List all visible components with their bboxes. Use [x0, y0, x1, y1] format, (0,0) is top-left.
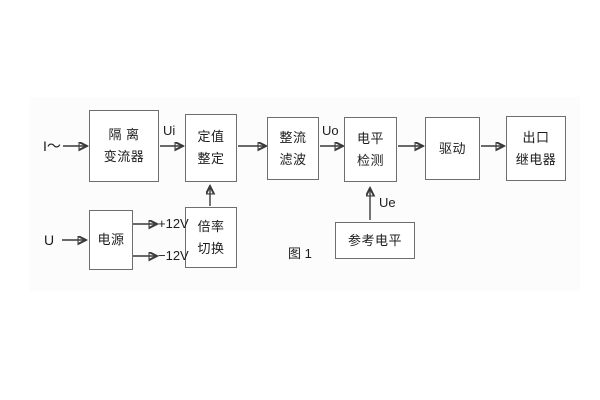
block-power-supply-line1: 电源	[97, 232, 125, 248]
block-output-relay[interactable]: 出口 继电器	[506, 116, 566, 181]
block-output-relay-line1: 出口	[522, 129, 550, 145]
block-rectify-filter-line2: 滤波	[279, 151, 307, 167]
label-rail-negative: −12V	[158, 248, 189, 263]
label-rail-positive: +12V	[158, 216, 189, 231]
block-multiplier-switch-line1: 倍率	[197, 218, 225, 234]
figure-caption: 图 1	[288, 246, 312, 261]
block-level-detect[interactable]: 电平 检测	[344, 117, 397, 182]
block-drive-line1: 驱动	[438, 140, 466, 156]
block-isolation-ct[interactable]: 隔 离 变流器	[89, 110, 159, 182]
block-reference-level-line1: 参考电平	[347, 232, 402, 248]
block-power-supply[interactable]: 电源	[89, 210, 133, 270]
block-multiplier-switch-line2: 切换	[197, 240, 225, 256]
label-uo: Uo	[322, 123, 339, 138]
block-setting[interactable]: 定值 整定	[185, 114, 237, 182]
block-rectify-filter-line1: 整流	[279, 129, 307, 145]
block-level-detect-line2: 检测	[356, 152, 384, 168]
block-reference-level[interactable]: 参考电平	[335, 222, 415, 259]
label-voltage-input: U	[44, 232, 55, 248]
label-ue: Ue	[379, 195, 396, 210]
block-setting-line1: 定值	[197, 129, 225, 145]
block-multiplier-switch[interactable]: 倍率 切换	[185, 207, 237, 268]
block-rectify-filter[interactable]: 整流 滤波	[267, 117, 319, 180]
block-drive[interactable]: 驱动	[425, 117, 480, 180]
block-level-detect-line1: 电平	[356, 130, 384, 146]
label-ui: Ui	[163, 123, 176, 138]
block-setting-line2: 整定	[197, 151, 225, 166]
block-isolation-ct-line2: 变流器	[103, 149, 145, 164]
label-current-input: I～	[43, 138, 61, 154]
block-isolation-ct-line1: 隔 离	[108, 127, 140, 143]
block-output-relay-line2: 继电器	[515, 151, 557, 167]
